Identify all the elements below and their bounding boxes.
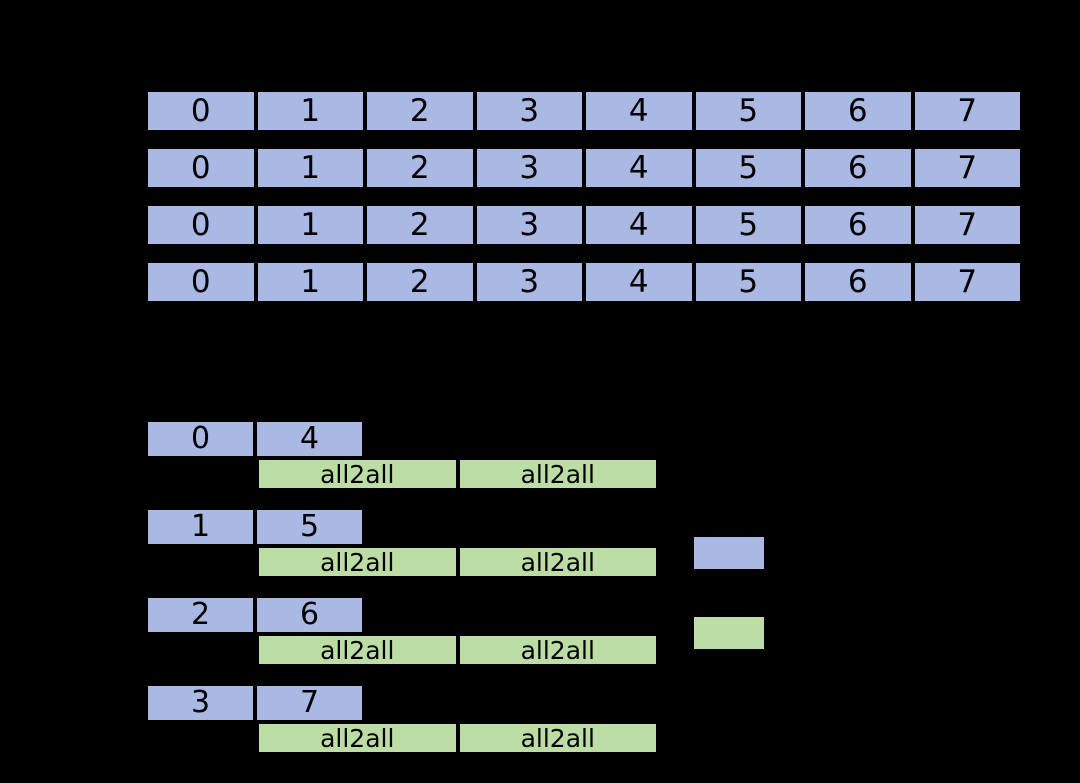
all2all-cell: all2all xyxy=(457,722,658,754)
rank-cell: 3 xyxy=(474,90,584,132)
rank-pair-cell: 4 xyxy=(255,420,364,458)
rank-cell: 6 xyxy=(803,90,913,132)
rank-cell: 1 xyxy=(255,147,365,189)
rank-cell: 4 xyxy=(584,147,694,189)
rank-cell: 5 xyxy=(693,90,803,132)
all2all-cell: all2all xyxy=(257,546,458,578)
rank-cell: 1 xyxy=(255,204,365,246)
rank-cell: 2 xyxy=(365,90,475,132)
rank-pair-cell: 3 xyxy=(146,684,255,722)
rank-cell: 7 xyxy=(912,90,1022,132)
rank-cell: 7 xyxy=(912,261,1022,303)
legend-swatch-green xyxy=(692,615,766,651)
rank-cell: 6 xyxy=(803,204,913,246)
rank-cell: 2 xyxy=(365,147,475,189)
rank-cell: 5 xyxy=(693,261,803,303)
all2all-cell: all2all xyxy=(257,634,458,666)
all2all-cell: all2all xyxy=(257,722,458,754)
rank-cell: 6 xyxy=(803,261,913,303)
rank-pair-cell: 0 xyxy=(146,420,255,458)
rank-pair-cell: 5 xyxy=(255,508,364,546)
rank-cell: 2 xyxy=(365,204,475,246)
rank-pair-cell: 2 xyxy=(146,596,255,634)
legend-swatch-blue xyxy=(692,535,766,571)
all2all-cell: all2all xyxy=(457,634,658,666)
rank-cell: 1 xyxy=(255,90,365,132)
rank-pair-cell: 7 xyxy=(255,684,364,722)
rank-cell: 0 xyxy=(146,90,256,132)
all2all-cell: all2all xyxy=(457,458,658,490)
rank-cell: 0 xyxy=(146,261,256,303)
rank-cell: 0 xyxy=(146,147,256,189)
rank-cell: 1 xyxy=(255,261,365,303)
rank-cell: 5 xyxy=(693,204,803,246)
rank-cell: 4 xyxy=(584,204,694,246)
rank-cell: 6 xyxy=(803,147,913,189)
rank-cell: 4 xyxy=(584,261,694,303)
rank-cell: 7 xyxy=(912,147,1022,189)
rank-cell: 5 xyxy=(693,147,803,189)
rank-cell: 3 xyxy=(474,204,584,246)
all2all-cell: all2all xyxy=(257,458,458,490)
rank-cell: 0 xyxy=(146,204,256,246)
rank-pair-cell: 1 xyxy=(146,508,255,546)
rank-cell: 3 xyxy=(474,261,584,303)
rank-pair-cell: 6 xyxy=(255,596,364,634)
rank-cell: 7 xyxy=(912,204,1022,246)
all2all-cell: all2all xyxy=(457,546,658,578)
rank-cell: 3 xyxy=(474,147,584,189)
rank-cell: 2 xyxy=(365,261,475,303)
rank-cell: 4 xyxy=(584,90,694,132)
